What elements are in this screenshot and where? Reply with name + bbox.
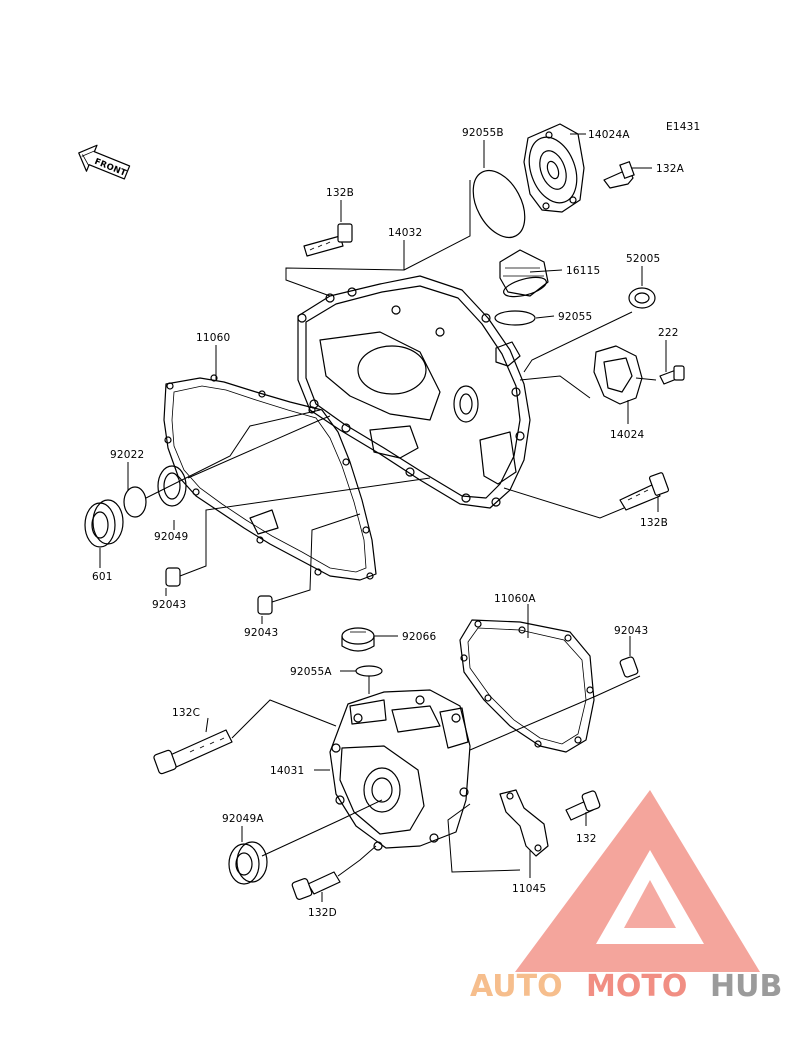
bracket-11045 bbox=[499, 789, 549, 857]
seal-92049 bbox=[157, 465, 187, 507]
seal-92049a bbox=[228, 841, 268, 885]
gasket-11060a bbox=[459, 619, 595, 753]
callout-222: 222 bbox=[658, 327, 679, 339]
bolt-222 bbox=[659, 365, 685, 385]
cover-14031 bbox=[329, 689, 471, 851]
callout-92055: 92055 bbox=[558, 311, 592, 323]
bolt-132 bbox=[565, 790, 601, 821]
bolt-132d bbox=[291, 871, 341, 900]
ring-92022 bbox=[123, 486, 147, 518]
o-ring-92055 bbox=[494, 310, 536, 326]
watermark-logo-inner-triangle bbox=[624, 880, 676, 928]
watermark-text-hub: HUB bbox=[710, 969, 782, 1004]
callout-52005: 52005 bbox=[626, 253, 660, 265]
bearing-601 bbox=[84, 499, 124, 548]
o-ring-92055b bbox=[472, 169, 526, 239]
callout-11045: 11045 bbox=[512, 883, 546, 895]
callout-132b-right: 132B bbox=[640, 517, 668, 529]
callout-92022: 92022 bbox=[110, 449, 144, 461]
callout-132a: 132A bbox=[656, 163, 685, 175]
front-arrow-icon: FRONT bbox=[78, 144, 131, 180]
callout-92055a: 92055A bbox=[290, 666, 332, 678]
leader-lines bbox=[99, 133, 667, 902]
cap-92066 bbox=[341, 627, 375, 652]
gasket-11060 bbox=[163, 374, 377, 581]
bolt-132c bbox=[153, 729, 233, 775]
callout-132d: 132D bbox=[308, 907, 337, 919]
callout-14024: 14024 bbox=[610, 429, 645, 441]
watermark-text-moto: MOTO bbox=[586, 969, 687, 1004]
callout-92055b: 92055B bbox=[462, 127, 504, 139]
callout-16115: 16115 bbox=[566, 265, 600, 277]
crankcase-cover-14032 bbox=[297, 275, 531, 509]
callout-92049: 92049 bbox=[154, 531, 188, 543]
callout-92043-mid: 92043 bbox=[244, 627, 278, 639]
callout-132c: 132C bbox=[172, 707, 200, 719]
dowel-92043-left bbox=[165, 567, 181, 587]
callout-14031: 14031 bbox=[270, 765, 304, 777]
callout-14024a: 14024A bbox=[588, 129, 630, 141]
watermark-text-auto: AUTO bbox=[470, 969, 563, 1004]
pump-cover-14024a bbox=[523, 123, 585, 213]
callout-601: 601 bbox=[92, 571, 113, 583]
watermark-logo-triangle bbox=[515, 790, 760, 972]
front-label: FRONT bbox=[93, 157, 128, 179]
callout-11060: 11060 bbox=[196, 332, 230, 344]
bolt-132b-right bbox=[619, 472, 670, 511]
callout-92043-right: 92043 bbox=[614, 625, 648, 637]
callout-92066: 92066 bbox=[402, 631, 437, 643]
callout-132: 132 bbox=[576, 833, 597, 845]
automotohub-watermark: AUTO MOTO HUB bbox=[470, 790, 782, 1004]
filter-16115 bbox=[499, 249, 549, 298]
diagram-code-label: E1431 bbox=[666, 121, 700, 133]
callout-14032: 14032 bbox=[388, 227, 422, 239]
callout-132b-top: 132B bbox=[326, 187, 354, 199]
o-ring-92055a bbox=[355, 665, 383, 677]
seal-52005 bbox=[628, 287, 656, 309]
cover-14024 bbox=[593, 345, 643, 405]
callout-11060a: 11060A bbox=[494, 593, 536, 605]
callout-92043-left: 92043 bbox=[152, 599, 186, 611]
bolt-132b-top bbox=[303, 223, 353, 257]
dowel-92043-mid bbox=[257, 595, 273, 615]
dowel-92043-right bbox=[619, 656, 639, 678]
callout-92049a: 92049A bbox=[222, 813, 264, 825]
bolt-132a bbox=[603, 160, 635, 189]
